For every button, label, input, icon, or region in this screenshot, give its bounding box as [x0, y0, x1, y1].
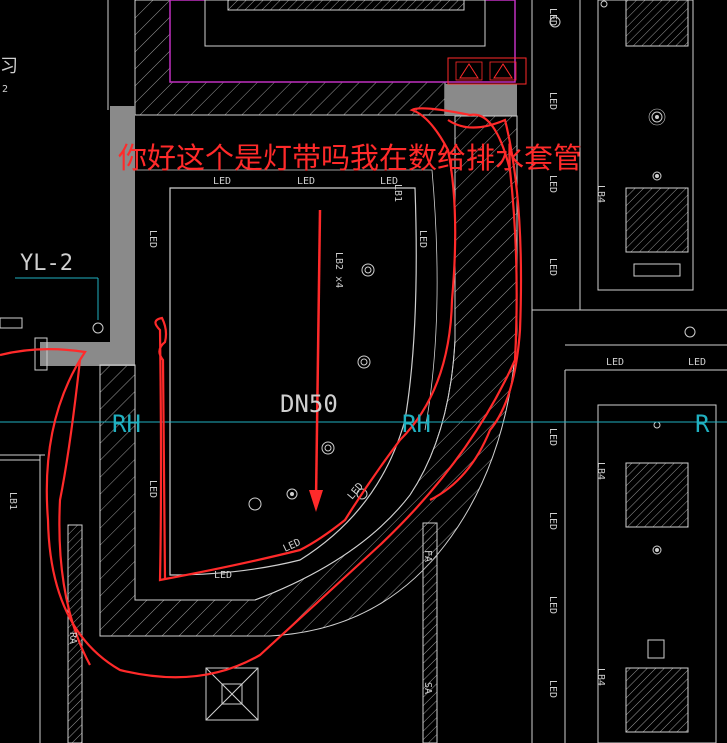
- inner-room-outline: [135, 169, 438, 576]
- led-label: LED: [547, 8, 558, 26]
- led-label: LED: [606, 357, 624, 368]
- led-label: LED: [417, 230, 428, 248]
- warning-triangle-icon: [489, 61, 517, 81]
- led-label: LED: [213, 176, 231, 187]
- led-label: LED: [547, 428, 558, 446]
- lb4-label: LB4: [595, 668, 606, 686]
- ra-label: RA: [67, 632, 78, 644]
- top-hatched-beam: [134, 0, 516, 116]
- left-grey-wall: [0, 106, 135, 371]
- pipe-leader-yl2: [15, 277, 99, 320]
- pipe-tag-label: YL-2: [20, 251, 73, 276]
- bottom-access-panel: [205, 667, 259, 721]
- led-label: LED: [380, 176, 398, 187]
- led-label: LED: [297, 176, 315, 187]
- led-label: LED: [147, 480, 158, 498]
- lb1-label: LB1: [7, 492, 18, 510]
- axis-r-edge: R: [695, 410, 710, 438]
- red-markup-outline: [0, 107, 523, 679]
- grey-wall-top-right: [445, 84, 517, 116]
- lb4-label: LB4: [595, 185, 606, 203]
- cad-labels: YL-2 DN50 RH RH R LED LED LED LED LED LE…: [0, 8, 710, 698]
- edge-letter: 习: [0, 56, 18, 77]
- red-arrow: [309, 209, 323, 512]
- warning-symbol-box: [447, 57, 527, 85]
- lb2x4-label: LB2 x4: [333, 252, 344, 288]
- sa-label: SA: [422, 682, 433, 694]
- annotation-question: 你好这个是灯带吗我在数给排水套管: [118, 141, 582, 175]
- left-structure-lines: [0, 0, 109, 743]
- led-label: LED: [688, 357, 706, 368]
- ceiling-fixtures: [92, 263, 375, 511]
- led-label: LED: [547, 92, 558, 110]
- edge-superscript: 2: [2, 84, 8, 95]
- warning-triangle-icon: [455, 61, 483, 81]
- fa-label: FA: [422, 550, 433, 562]
- right-ceiling-grid: [422, 0, 727, 743]
- led-label: LED: [547, 258, 558, 276]
- pipe-size-label: DN50: [280, 390, 338, 418]
- lb1-label: LB1: [392, 184, 403, 202]
- axis-rh-right: RH: [402, 410, 431, 438]
- led-label: LED: [214, 570, 232, 581]
- led-label: LED: [547, 596, 558, 614]
- led-label: LED: [147, 230, 158, 248]
- led-label: LED: [547, 175, 558, 193]
- lb4-label: LB4: [595, 462, 606, 480]
- axis-rh-left: RH: [112, 410, 141, 438]
- led-label: LED: [547, 512, 558, 530]
- led-label: LED: [547, 680, 558, 698]
